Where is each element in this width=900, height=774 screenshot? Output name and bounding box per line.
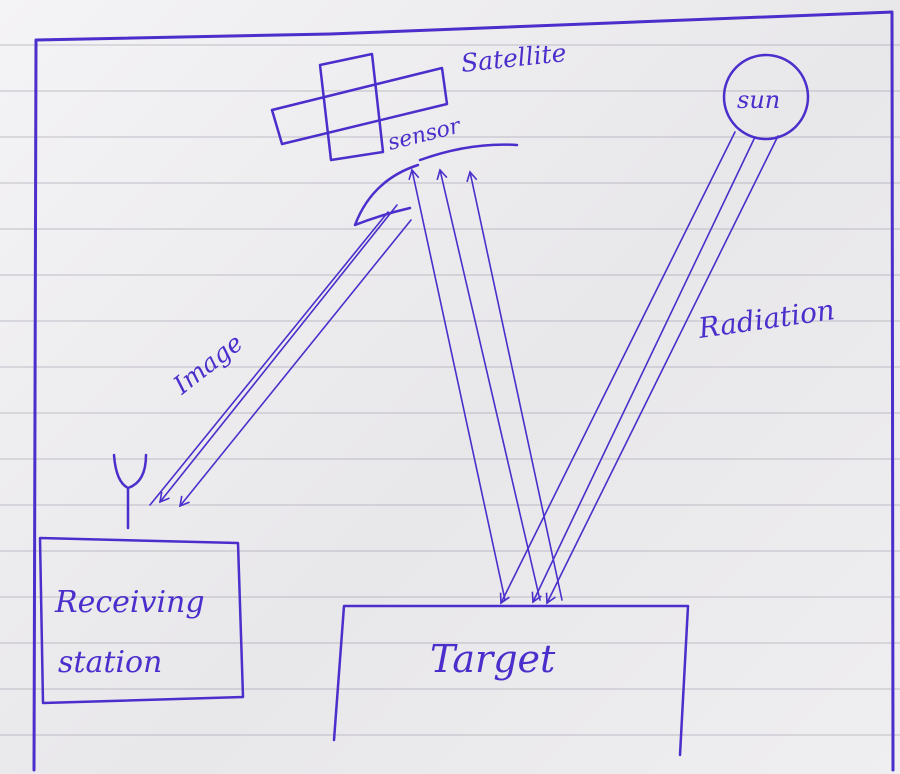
target-box xyxy=(332,604,690,757)
radiation-label: Radiation xyxy=(695,293,836,345)
image-label: Image xyxy=(167,328,248,400)
satellite-label: Satellite xyxy=(460,38,568,78)
receiving-station-label-line2: station xyxy=(58,645,162,680)
sensor-line xyxy=(418,143,519,162)
receiving-station-label-line1: Receiving xyxy=(54,585,205,620)
receiving-station-box xyxy=(38,536,245,705)
sensor-dish-icon xyxy=(353,163,420,227)
sun-icon xyxy=(722,53,810,141)
radiation-arrows xyxy=(499,131,779,605)
image-arrows xyxy=(149,204,412,508)
diagram-border xyxy=(32,10,895,772)
reflection-arrows xyxy=(408,168,563,601)
satellite-icon xyxy=(270,52,449,162)
antenna-icon xyxy=(112,453,148,530)
target-label: Target xyxy=(430,637,556,681)
sun-label: sun xyxy=(737,86,780,114)
